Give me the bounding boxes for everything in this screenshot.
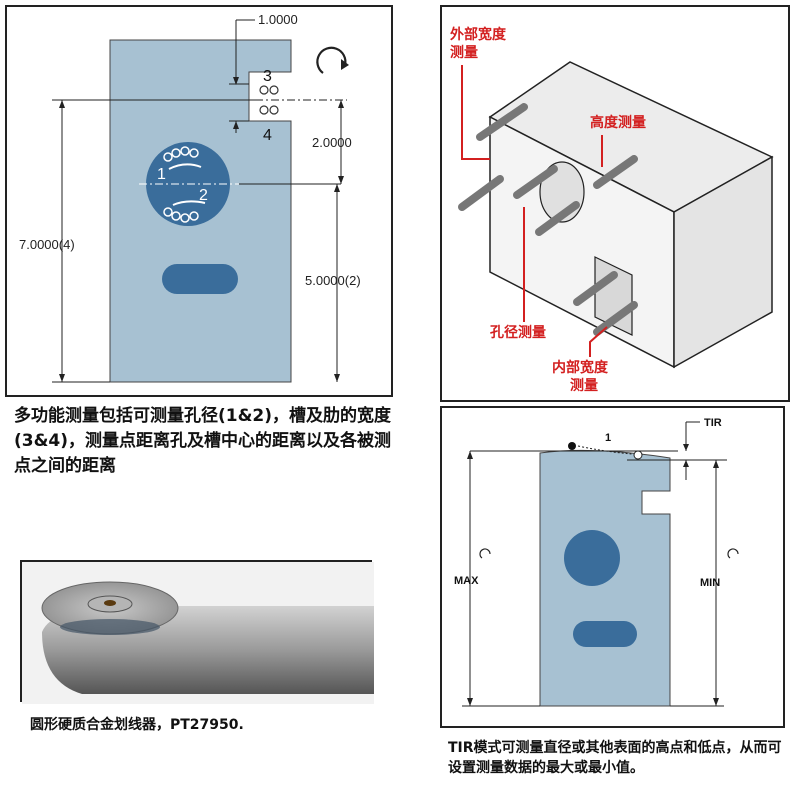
point-label-2: 2 [199, 187, 208, 204]
probe-points-groove [259, 85, 279, 115]
probe-start-dot [568, 442, 576, 450]
label-height: 高度测量 [590, 114, 646, 131]
caption-scriber: 圆形硬质合金划线器，PT27950. [30, 717, 244, 733]
diagram-panel-multifunction: 1 2 3 4 1.0000 2.0000 5.0000(2) [5, 5, 393, 397]
rotation-icon-right [727, 548, 739, 559]
bore-arrow-upper [168, 163, 202, 170]
slot-shape [162, 264, 238, 294]
dimension-top: 1.0000 [258, 12, 298, 27]
dimension-left: 7.0000(4) [19, 237, 75, 252]
tir-point-label-1: 1 [605, 432, 611, 444]
label-hole: 孔径测量 [490, 324, 546, 341]
photo-panel-scriber [20, 560, 374, 704]
label-outer-width: 外部宽度 [450, 26, 507, 43]
dimension-right: 5.0000(2) [305, 273, 361, 288]
point-label-3: 3 [263, 68, 272, 85]
label-inner-width: 内部宽度 [552, 359, 609, 376]
probes [458, 103, 638, 336]
label-inner-width-2: 测量 [570, 377, 598, 394]
label-outer-width-2: 测量 [450, 44, 478, 61]
bore-arrow-lower [172, 200, 206, 206]
min-label: MIN [700, 577, 720, 589]
point-label-1: 1 [157, 166, 166, 183]
diagram-panel-block: 外部宽度 测量 高度测量 孔径测量 内部宽度 测量 [440, 5, 790, 402]
scriber-photo [22, 562, 374, 704]
tir-diagram: 1 TIR MAX MIN [454, 417, 739, 707]
tir-slot [573, 621, 637, 647]
tir-bore-hole [564, 530, 620, 586]
point-label-4: 4 [263, 127, 272, 144]
block-diagram: 外部宽度 测量 高度测量 孔径测量 内部宽度 测量 [450, 26, 774, 394]
rotation-icon-left [479, 548, 491, 559]
tir-label: TIR [704, 417, 722, 429]
probe-end-dot [633, 450, 643, 460]
block-side-face [673, 155, 773, 369]
max-label: MAX [454, 575, 479, 587]
caption-multifunction: 多功能测量包括可测量孔径(1&2)，槽及肋的宽度(3&4)，测量点距离孔及槽中心… [14, 406, 392, 476]
probe-points-bore [163, 146, 199, 223]
multifunction-diagram: 1 2 3 4 1.0000 2.0000 5.0000(2) [19, 12, 361, 383]
rotation-arrow-icon [316, 46, 347, 74]
caption-tir: TIR模式可测量直径或其他表面的高点和低点，从而可设置测量数据的最大或最小值。 [448, 740, 782, 776]
dimension-mid: 2.0000 [312, 135, 352, 150]
diagram-panel-tir: 1 TIR MAX MIN [440, 406, 785, 728]
